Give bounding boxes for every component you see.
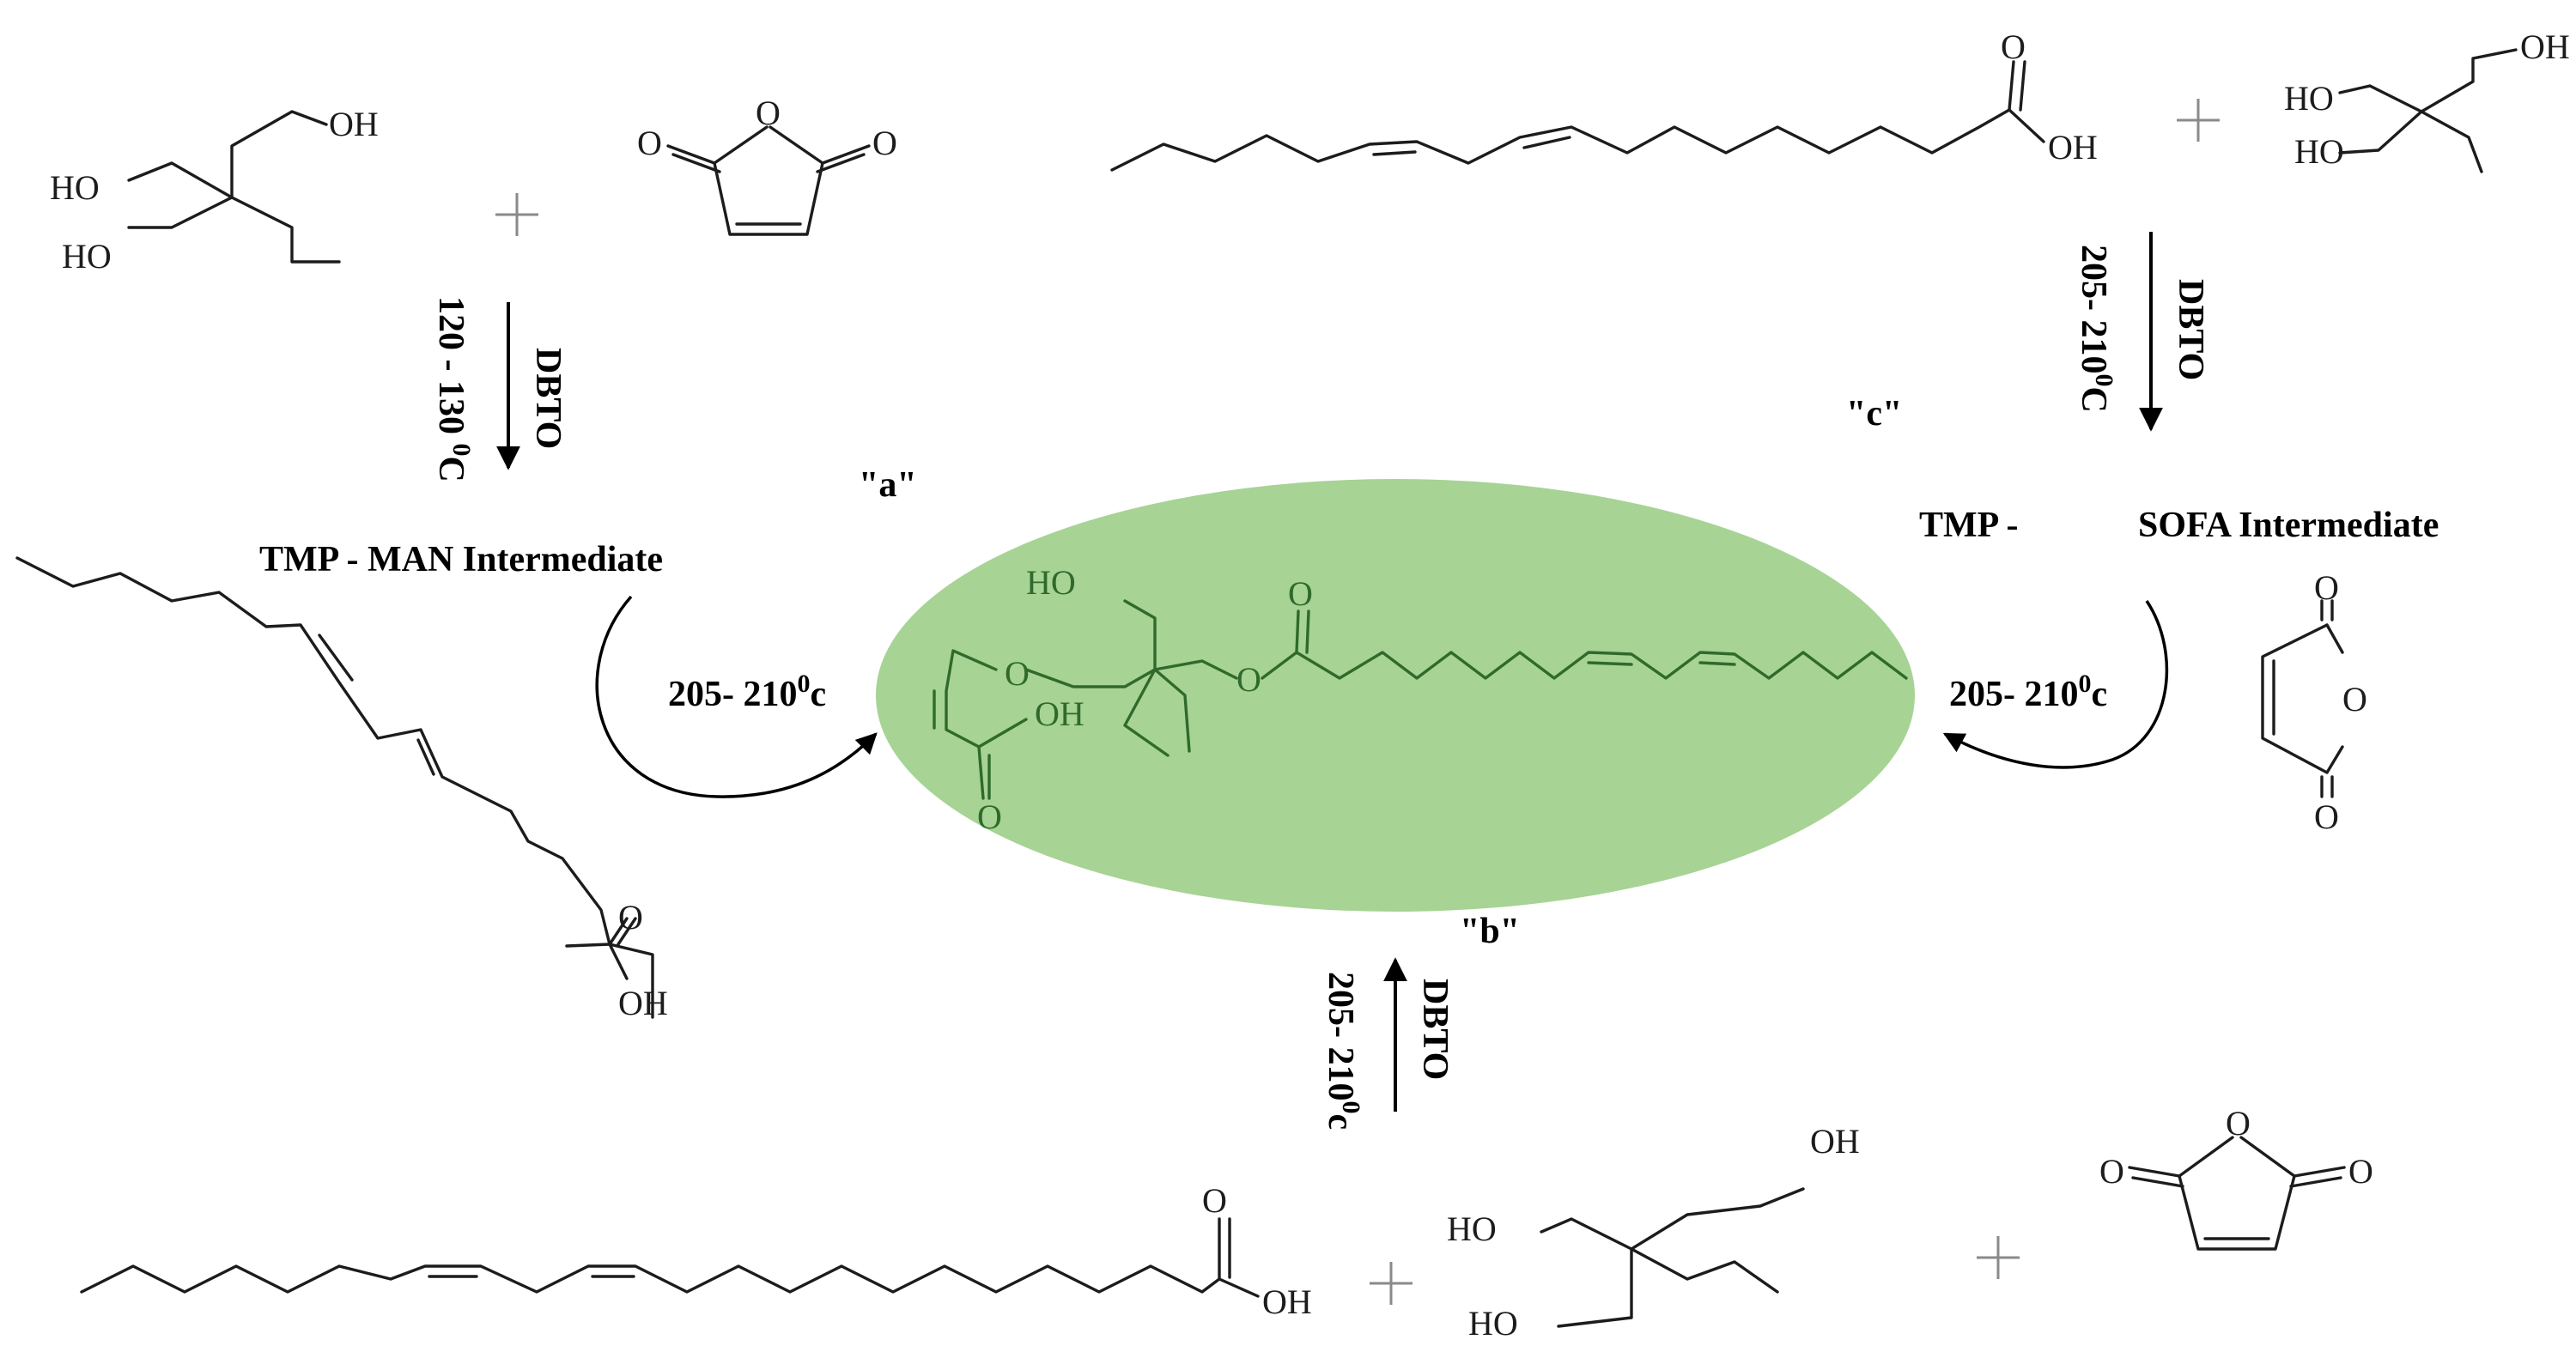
product-highlight-ellipse xyxy=(876,479,1915,912)
catalyst-label: DBTO xyxy=(2171,279,2210,380)
oxygen-label: O xyxy=(2001,27,2026,66)
plus-sign xyxy=(495,193,538,236)
catalyst-label: DBTO xyxy=(1415,979,1455,1080)
hydroxyl-label: HO xyxy=(2284,79,2334,118)
path-a-label: "a" xyxy=(859,465,917,505)
path-b-label: "b" xyxy=(1460,912,1520,951)
linoleic-acid-left: O OH xyxy=(15,556,668,1022)
tmp-molecule-top-left: OH HO HO xyxy=(50,105,379,276)
oxygen-label: O xyxy=(2314,797,2339,836)
tmp-man-intermediate-label: TMP - MAN Intermediate xyxy=(259,540,663,579)
curved-arrow-right xyxy=(1942,600,2169,769)
curved-arrow-left xyxy=(595,595,878,798)
catalyst-label: DBTO xyxy=(528,348,568,449)
plus-sign xyxy=(1977,1236,2020,1279)
oxygen-label: O xyxy=(1288,574,1313,613)
hydroxyl-label: OH xyxy=(1810,1122,1860,1161)
maleic-anhydride-top-left: O O O xyxy=(637,94,897,236)
oxygen-label: O xyxy=(2342,680,2367,718)
oxygen-label: O xyxy=(2226,1104,2251,1143)
hydroxyl-label: HO xyxy=(1468,1304,1518,1343)
hydroxyl-label: OH xyxy=(1262,1282,1312,1321)
hydroxyl-label: OH xyxy=(2048,128,2098,167)
oxygen-label: O xyxy=(977,797,1002,836)
oxygen-label: O xyxy=(2099,1152,2124,1191)
maleic-anhydride-right: O O O xyxy=(2261,568,2367,836)
temperature-label: 120 - 130 0C xyxy=(431,296,476,482)
oxygen-label: O xyxy=(872,124,897,162)
plus-sign xyxy=(1370,1262,1413,1305)
oxygen-label: O xyxy=(1202,1181,1227,1220)
hydroxyl-label: HO xyxy=(1026,563,1076,602)
oxygen-label: O xyxy=(637,124,662,162)
hydroxyl-label: OH xyxy=(618,984,668,1022)
hydroxyl-label: HO xyxy=(1447,1210,1497,1248)
linoleic-acid-bottom: O OH xyxy=(80,1181,1312,1321)
hydroxyl-label: HO xyxy=(62,237,112,276)
temperature-label: 205- 2100c xyxy=(668,670,826,714)
oxygen-label: O xyxy=(756,94,781,132)
tmp-molecule-bottom: OH HO HO xyxy=(1447,1122,1860,1343)
oxygen-label: O xyxy=(2348,1152,2373,1191)
tmp-prefix-label: TMP - xyxy=(1919,506,2018,545)
tmp-molecule-top-right: OH HO HO xyxy=(2284,27,2570,173)
temperature-label: 205- 2100c xyxy=(1949,670,2107,714)
linoleic-acid-top-right: O OH xyxy=(1110,27,2098,172)
maleic-anhydride-bottom: O O O xyxy=(2099,1104,2373,1251)
hydroxyl-label: OH xyxy=(1035,694,1084,733)
oxygen-label: O xyxy=(2314,568,2339,607)
oxygen-label: O xyxy=(1005,654,1030,693)
hydroxyl-label: HO xyxy=(50,168,100,207)
temperature-label: 205- 2100c xyxy=(1321,972,1365,1130)
plus-sign xyxy=(2177,99,2220,142)
sofa-intermediate-label: SOFA Intermediate xyxy=(2138,506,2439,545)
hydroxyl-label: OH xyxy=(329,105,379,143)
product-molecule: HO O O O OH O xyxy=(933,563,1908,836)
hydroxyl-label: OH xyxy=(2520,27,2570,66)
path-c-label: "c" xyxy=(1846,394,1902,433)
temperature-label: 205- 2100C xyxy=(2074,245,2118,413)
hydroxyl-label: HO xyxy=(2294,132,2344,171)
oxygen-label: O xyxy=(1236,660,1261,699)
oxygen-label: O xyxy=(618,898,643,937)
